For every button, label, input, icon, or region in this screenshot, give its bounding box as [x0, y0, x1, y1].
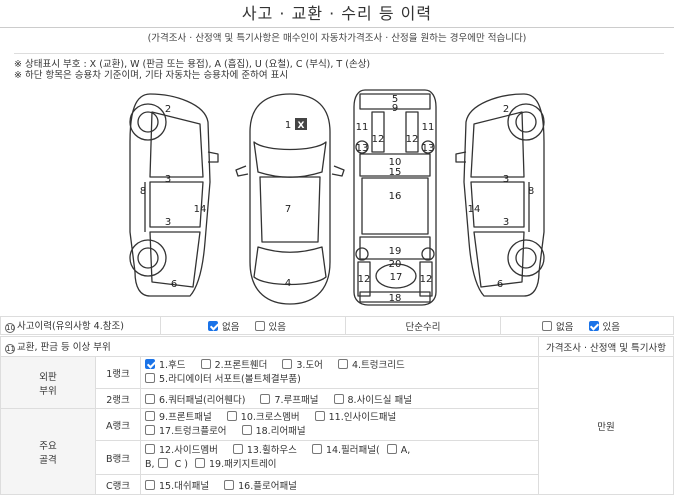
label-6-right: 6 — [497, 279, 503, 290]
rank-b: B랭크 — [95, 440, 141, 475]
label-13a: 13 — [356, 143, 369, 154]
pillar-c-checkbox[interactable] — [195, 457, 205, 468]
label-3b: 3 — [165, 217, 171, 228]
label-3a: 3 — [165, 174, 171, 185]
car-under-view — [353, 89, 437, 306]
car-right-side-view — [455, 93, 545, 297]
item-side-sill-checkbox[interactable] — [333, 393, 344, 404]
pillar-a-checkbox[interactable] — [386, 443, 397, 454]
label-20: 20 — [389, 259, 402, 270]
item-hood-checkbox[interactable] — [145, 358, 155, 369]
item-roof-panel-checkbox[interactable] — [260, 393, 271, 404]
label-13b: 13 — [422, 143, 435, 154]
car-diagram: 2 3 3 8 14 6 1 7 4 5 9 11 11 12 12 13 13… — [129, 89, 545, 306]
car-left-side-view — [129, 93, 219, 297]
label-12a: 12 — [372, 134, 385, 145]
label-15: 15 — [389, 167, 402, 178]
label-2-right: 2 — [503, 104, 509, 115]
label-12b: 12 — [406, 134, 419, 145]
item-pillar-panel-checkbox[interactable] — [311, 443, 322, 454]
label-17: 17 — [390, 272, 403, 283]
item-trunk-lid-checkbox[interactable] — [337, 358, 348, 369]
pillar-b-checkbox[interactable] — [157, 457, 168, 468]
label-7: 7 — [285, 204, 291, 215]
label-11a: 11 — [356, 122, 369, 133]
label-14: 14 — [194, 204, 207, 215]
label-12d: 12 — [420, 274, 433, 285]
simple-repair-none-checkbox[interactable] — [542, 320, 552, 331]
rank-c: C랭크 — [95, 474, 141, 495]
item-radiator-support-checkbox[interactable] — [145, 372, 155, 383]
standard-note: ※ 하단 항목은 승용차 기준이며, 기타 자동차는 승용차에 준하여 표시 — [14, 70, 289, 81]
item-front-fender-checkbox[interactable] — [200, 358, 211, 369]
status-legend: ※ 상태표시 부호 : X (교환), W (판금 또는 용접), A (흠집)… — [14, 53, 664, 70]
hood-label: 1 — [285, 120, 291, 131]
page-subtitle: (가격조사 · 산정액 및 특기사항은 매수인이 자동차가격조사 · 산정을 원… — [147, 33, 527, 44]
outer-panel-group: 외판 부위 — [0, 356, 96, 409]
item-floor-panel-checkbox[interactable] — [224, 479, 235, 490]
item-quarter-panel-checkbox[interactable] — [145, 393, 155, 404]
hood-mark-x: X — [298, 121, 305, 131]
label-5: 5 — [392, 94, 398, 105]
label-6: 6 — [171, 279, 177, 290]
label-14-right: 14 — [468, 204, 481, 215]
main-frame-group: 주요 골격 — [0, 408, 96, 495]
label-3a-right: 3 — [503, 174, 509, 185]
rank-1: 1랭크 — [95, 356, 141, 389]
label-12c: 12 — [358, 274, 371, 285]
label-11b: 11 — [422, 122, 435, 133]
label-2: 2 — [165, 104, 171, 115]
circle-10-icon: 10 — [5, 323, 15, 333]
car-top-view — [235, 93, 345, 305]
label-8-right: 8 — [528, 186, 534, 197]
item-rear-panel-checkbox[interactable] — [241, 424, 252, 435]
item-dash-panel-checkbox[interactable] — [145, 479, 155, 490]
simple-repair-exists-checkbox[interactable] — [588, 320, 599, 331]
item-trunk-floor-checkbox[interactable] — [145, 424, 155, 435]
label-10: 10 — [389, 157, 402, 168]
simple-repair-label: 단순수리 — [345, 316, 501, 335]
item-front-panel-checkbox[interactable] — [145, 410, 155, 421]
item-wheel-house-checkbox[interactable] — [232, 443, 243, 454]
accident-none-checkbox[interactable] — [208, 320, 218, 331]
label-16: 16 — [389, 191, 402, 202]
label-8: 8 — [140, 186, 146, 197]
item-inside-panel-checkbox[interactable] — [314, 410, 325, 421]
item-side-member-checkbox[interactable] — [145, 443, 155, 454]
price-cell: 만원 — [538, 356, 674, 495]
item-cross-member-checkbox[interactable] — [226, 410, 237, 421]
rank-2: 2랭크 — [95, 388, 141, 409]
rank-a: A랭크 — [95, 408, 141, 441]
item-door-checkbox[interactable] — [282, 358, 293, 369]
label-3b-right: 3 — [503, 217, 509, 228]
price-header: 가격조사 · 산정액 및 특기사항 — [538, 336, 674, 357]
page-title: 사고 · 교환 · 수리 등 이력 — [0, 0, 674, 28]
hood-exchange-mark — [295, 118, 307, 130]
label-18: 18 — [389, 293, 402, 304]
label-19: 19 — [389, 246, 402, 257]
circle-11-icon: 11 — [5, 344, 15, 354]
label-4: 4 — [285, 278, 291, 289]
label-9: 9 — [392, 103, 398, 114]
accident-exists-checkbox[interactable] — [254, 320, 265, 331]
